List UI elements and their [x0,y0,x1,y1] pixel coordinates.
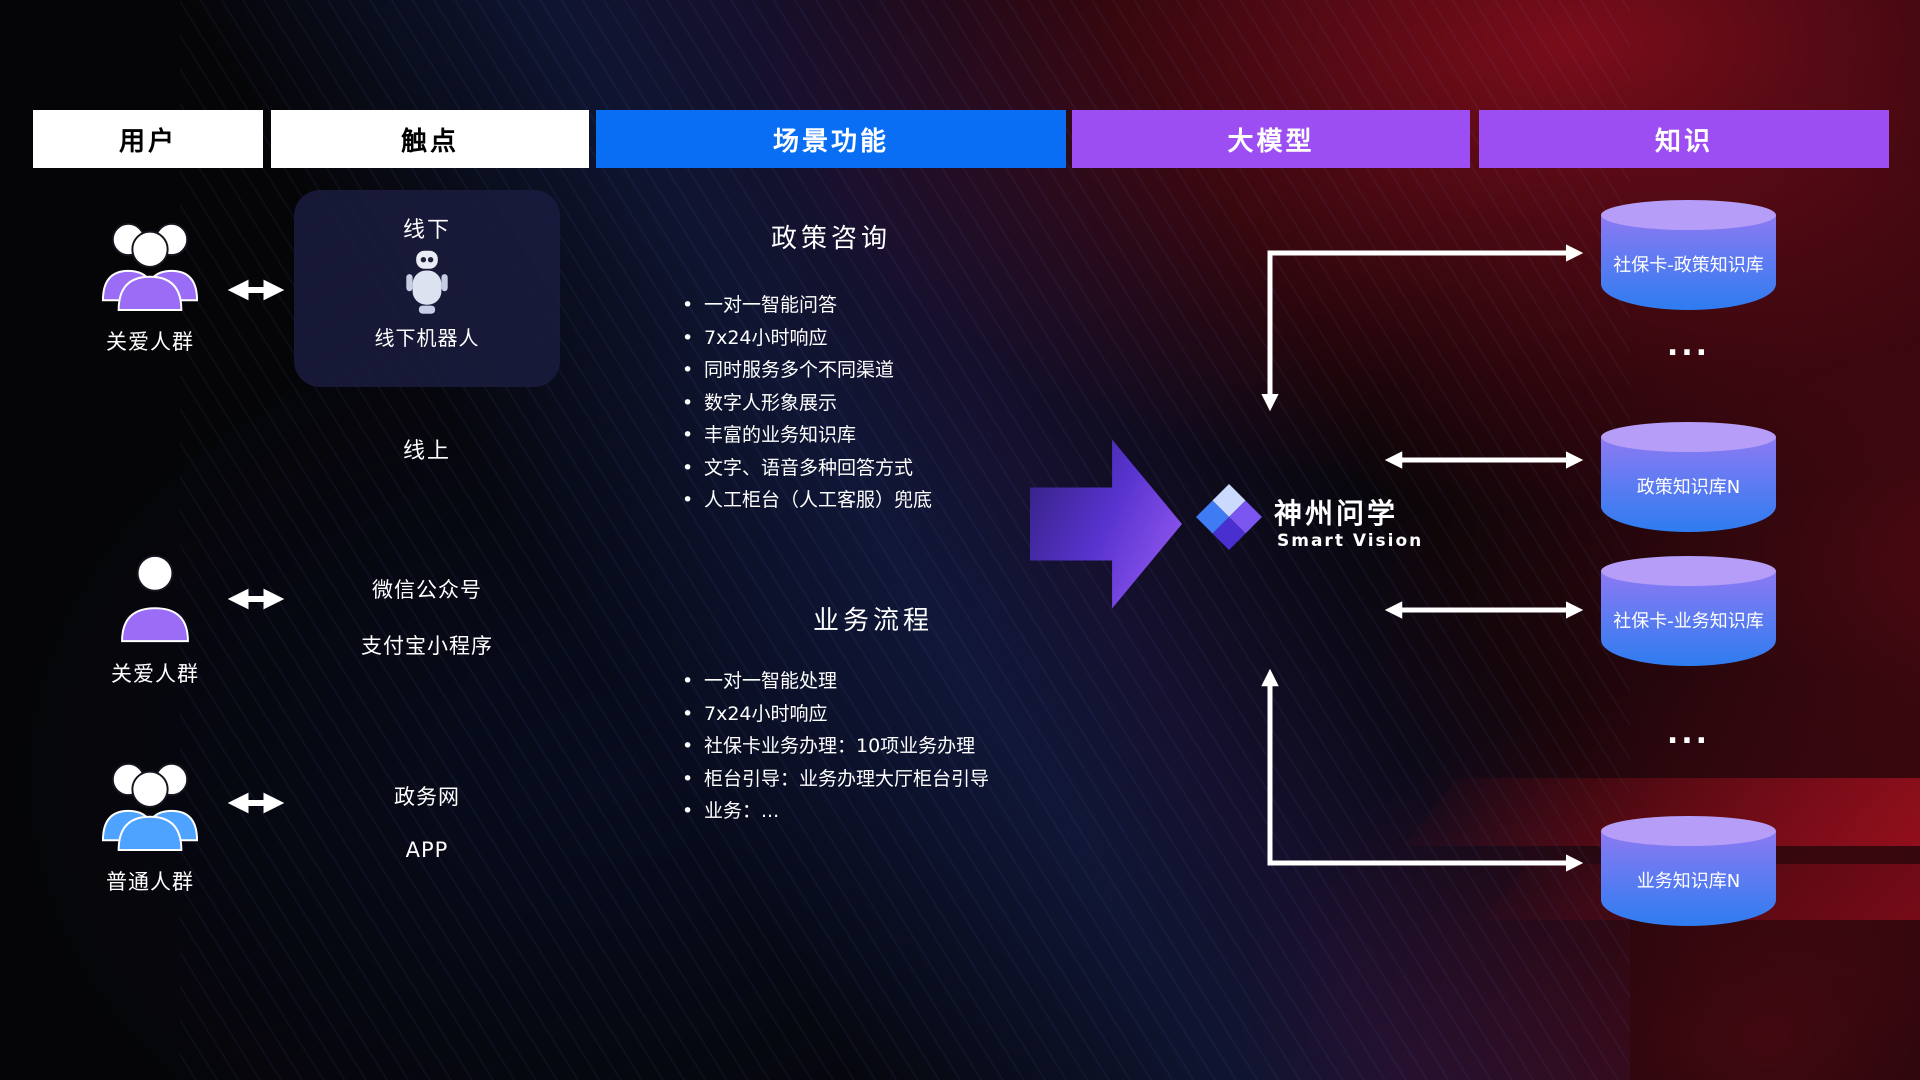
scenario-title-policy: 政策咨询 [770,224,891,254]
list-item: 文字、语音多种回答方式 [680,452,932,485]
users-group-icon [101,222,199,312]
kb-cylinder-business-n: 业务知识库N [1601,816,1776,926]
cylinder-body [1601,437,1776,532]
cylinder-top [1601,422,1776,452]
list-item: 7x24小时响应 [680,698,989,731]
user-label: 普通人群 [106,870,194,894]
cylinder-top [1601,556,1776,586]
user-label: 关爱人群 [111,662,199,686]
brand-name: 神州问学 [1274,497,1399,530]
business-feature-list: 一对一智能处理 7x24小时响应 社保卡业务办理：10项业务办理 柜台引导：业务… [680,665,989,828]
list-item: 一对一智能处理 [680,665,989,698]
list-item: 7x24小时响应 [680,322,932,355]
brand-subtitle: Smart Vision [1277,531,1424,551]
header-col-knowledge: 知识 [1479,110,1889,168]
header-col-users: 用户 [33,110,263,168]
cylinder-top [1601,200,1776,230]
cylinder-body [1601,831,1776,926]
users-group-icon [101,762,199,852]
list-item: 数字人形象展示 [680,387,932,420]
user-block-general-group: 普通人群 [85,754,215,896]
arrow-model-kb4 [1261,668,1584,872]
policy-feature-list: 一对一智能问答 7x24小时响应 同时服务多个不同渠道 数字人形象展示 丰富的业… [680,289,932,517]
ellipsis: ... [1666,328,1711,363]
kb-label: 社保卡-政策知识库 [1613,254,1764,276]
header-col-llm: 大模型 [1072,110,1470,168]
kb-cylinder-business-ssc: 社保卡-业务知识库 [1601,556,1776,666]
kb-label: 政策知识库N [1636,476,1741,498]
brand-diamond-icon [1196,484,1262,550]
header-col-scenarios: 场景功能 [596,110,1066,168]
channel-wechat: 微信公众号 [372,578,482,602]
robot-label: 线下机器人 [374,326,480,350]
offline-label: 线下 [402,218,451,243]
user-label: 关爱人群 [106,330,194,354]
arrow-model-kb1 [1261,244,1584,412]
list-item: 一对一智能问答 [680,289,932,322]
list-item: 社保卡业务办理：10项业务办理 [680,730,989,763]
offline-touchpoint-card: 线下 线下机器人 [294,190,560,387]
kb-label: 社保卡-业务知识库 [1613,610,1764,632]
channel-govweb: 政务网 [394,785,460,809]
user-icon [121,554,189,643]
channel-app: APP [405,838,449,862]
kb-cylinder-policy-ssc: 社保卡-政策知识库 [1601,200,1776,310]
robot-icon [294,248,560,320]
channel-alipay: 支付宝小程序 [361,634,493,658]
list-item: 同时服务多个不同渠道 [680,354,932,387]
user-block-care-group: 关爱人群 [85,214,215,356]
list-item: 业务：... [680,795,989,828]
header-col-touchpoints: 触点 [271,110,589,168]
kb-label: 业务知识库N [1636,870,1741,892]
scenario-title-business: 业务流程 [812,606,933,636]
user-block-care-single: 关爱人群 [110,552,200,688]
list-item: 人工柜台（人工客服）兜底 [680,484,932,517]
cylinder-body [1601,215,1776,310]
ellipsis: ... [1666,716,1711,751]
cylinder-top [1601,816,1776,846]
online-label: 线上 [402,439,451,464]
list-item: 丰富的业务知识库 [680,419,932,452]
cylinder-body [1601,571,1776,666]
kb-cylinder-policy-n: 政策知识库N [1601,422,1776,532]
flow-arrow [1030,439,1182,609]
list-item: 柜台引导：业务办理大厅柜台引导 [680,763,989,796]
